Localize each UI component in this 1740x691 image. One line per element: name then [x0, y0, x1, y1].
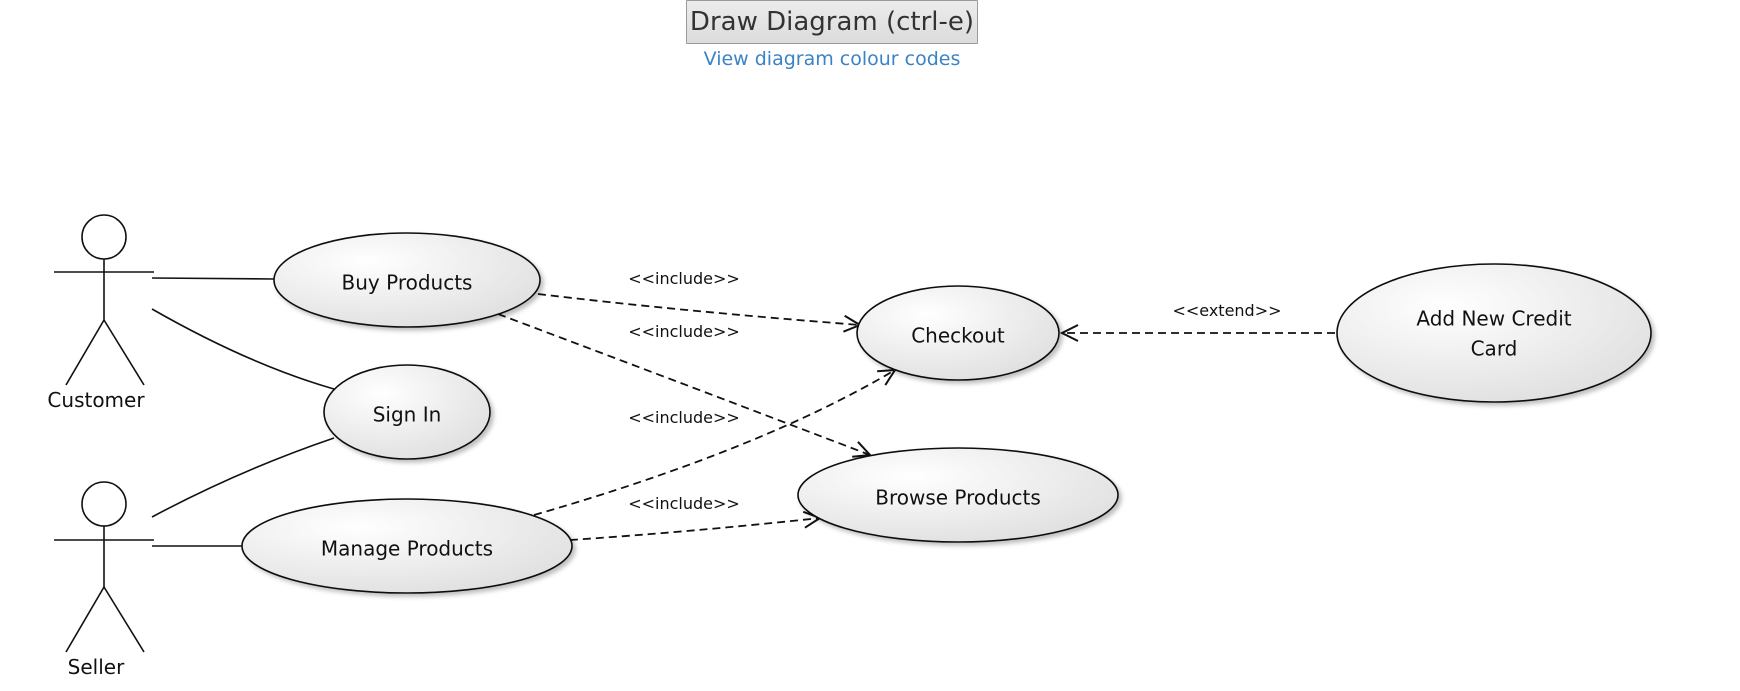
relation-manage-checkout[interactable]	[533, 370, 895, 516]
relation-labels: <<include>> <<include>> <<include>> <<in…	[628, 269, 1281, 513]
relation-buy-checkout[interactable]	[537, 293, 860, 325]
use-case-label: Browse Products	[875, 486, 1041, 510]
use-case-label: Buy Products	[342, 271, 473, 295]
relations	[497, 293, 1335, 541]
use-case-label: Sign In	[373, 403, 442, 427]
use-case-browse-products[interactable]: Browse Products	[797, 447, 1119, 543]
relation-label-credit-card-checkout: <<extend>>	[1172, 301, 1281, 320]
use-case-buy-products[interactable]: Buy Products	[273, 232, 541, 328]
use-case-label: Checkout	[911, 324, 1005, 348]
view-colour-codes-link[interactable]: View diagram colour codes	[703, 48, 961, 70]
association-customer-sign-in[interactable]	[151, 308, 335, 390]
actor-seller[interactable]: Seller	[54, 481, 154, 679]
use-case-label-line-2: Card	[1471, 337, 1518, 361]
use-case-label-line-1: Add New Credit	[1416, 307, 1571, 331]
actor-customer[interactable]: Customer	[47, 214, 154, 412]
draw-diagram-button[interactable]: Draw Diagram (ctrl-e)	[686, 0, 978, 44]
toolbar: Draw Diagram (ctrl-e) View diagram colou…	[0, 0, 1740, 90]
relation-manage-browse[interactable]	[569, 518, 820, 541]
associations	[151, 277, 335, 547]
use-case-add-new-credit-card[interactable]: Add New Credit Card	[1336, 263, 1652, 403]
relation-buy-browse[interactable]	[497, 313, 870, 455]
relation-label-manage-checkout: <<include>>	[628, 408, 740, 427]
association-seller-sign-in[interactable]	[151, 437, 335, 518]
association-customer-buy-products[interactable]	[151, 277, 275, 280]
actor-label: Seller	[68, 655, 125, 679]
use-case-sign-in[interactable]: Sign In	[323, 364, 491, 460]
use-case-manage-products[interactable]: Manage Products	[241, 498, 573, 594]
relation-label-buy-checkout: <<include>>	[628, 269, 740, 288]
use-case-label: Manage Products	[321, 537, 493, 561]
relation-label-buy-browse: <<include>>	[628, 322, 740, 341]
relation-label-manage-browse: <<include>>	[628, 494, 740, 513]
actor-label: Customer	[47, 388, 145, 412]
use-case-checkout[interactable]: Checkout	[856, 285, 1060, 381]
